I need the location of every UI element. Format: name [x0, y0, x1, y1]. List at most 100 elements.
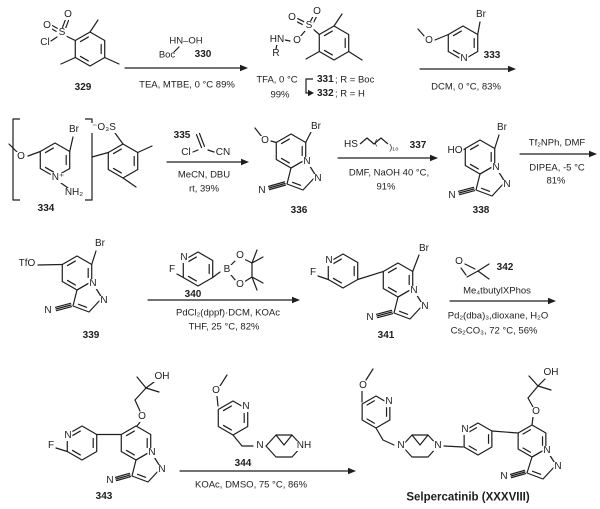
- label-344: 344: [234, 458, 252, 469]
- atom-331-hn: HN: [268, 34, 286, 45]
- cond-step7-line1: PdCl₂(dppf)·DCM, KOAc: [176, 307, 280, 319]
- label-selpercatinib: Selpercatinib (XXXVIII): [406, 491, 530, 504]
- atom-340-b: B: [222, 264, 232, 275]
- atom-334-nh2: NH₂: [63, 187, 85, 198]
- atom-335-cl: Cl: [180, 147, 192, 158]
- label-331: 331: [317, 74, 334, 85]
- reagent-342: [460, 263, 490, 280]
- atom-341-n-py: N: [324, 255, 334, 266]
- atom-333-n: N: [459, 53, 469, 64]
- atom-selp-n4: N: [553, 461, 563, 472]
- atom-344-n1: N: [255, 440, 265, 451]
- atom-335-cn: CN: [214, 147, 232, 158]
- cond-step6-line3: 81%: [546, 175, 566, 187]
- structure-339: [37, 250, 103, 313]
- atom-selp-n1: N: [396, 440, 406, 451]
- label-330: 330: [194, 49, 212, 60]
- cond-step4-line2: rt, 39%: [188, 183, 220, 195]
- atom-338-ho: HO: [446, 145, 464, 156]
- cond-step3-line1: DCM, 0 °C, 83%: [431, 81, 501, 93]
- atom-selp-n-py1: N: [384, 396, 394, 407]
- atom-336-o: O: [260, 135, 270, 146]
- cond-step6-line2: DIPEA, -5 °C: [529, 162, 585, 174]
- atom-331-o1: O: [287, 12, 297, 23]
- cond-step2-line2: 99%: [270, 89, 290, 101]
- atom-selp-oh: OH: [542, 367, 560, 378]
- atom-338-n2: N: [502, 179, 512, 190]
- atom-selp-n5: N: [499, 471, 509, 482]
- atom-343-n-py: N: [63, 430, 73, 441]
- atom-336-n2: N: [313, 173, 323, 184]
- label-343: 343: [95, 491, 113, 502]
- cond-step9-line1: KOAc, DMSO, 75 °C, 86%: [194, 479, 308, 491]
- atom-selp-o1: O: [358, 380, 368, 391]
- structure-336: [254, 127, 317, 191]
- cond-step8-line0: Me₄tbutylXPhos: [463, 285, 531, 297]
- atom-333-br: Br: [475, 9, 487, 20]
- reagent-330-hnoh: HN–OH: [169, 35, 203, 47]
- atom-331-o2: O: [312, 6, 322, 17]
- atom-336-n1: N: [302, 156, 312, 167]
- atom-342-o: O: [454, 256, 464, 267]
- reagent-340: [176, 249, 264, 291]
- cond-step5-line1: DMF, NaOH 40 °C,: [348, 167, 430, 179]
- atom-343-n2: N: [157, 464, 167, 475]
- atom-selp-o2: O: [531, 406, 541, 417]
- label-339: 339: [82, 330, 100, 341]
- atom-339-n3: N: [43, 305, 53, 316]
- atom-337-hs: HS: [343, 139, 359, 150]
- structure-338: [457, 134, 506, 197]
- reagent-335: [192, 132, 215, 153]
- atom-329-cl: Cl: [39, 37, 51, 48]
- atom-338-br: Br: [496, 122, 508, 133]
- atom-339-tfo: TfO: [17, 258, 37, 269]
- atom-338-n1: N: [491, 162, 501, 173]
- atom-331-o3: O: [292, 35, 302, 46]
- atom-336-n3: N: [257, 185, 267, 196]
- cond-step1-line1: TEA, MTBE, 0 °C 89%: [139, 79, 235, 91]
- cond-step2-line1: TFA, 0 °C: [256, 74, 298, 86]
- atom-selp-n2: N: [433, 440, 443, 451]
- atom-338-n3: N: [447, 190, 457, 201]
- label-331-r: ; R = Boc: [335, 74, 375, 86]
- structure-334: [8, 118, 153, 201]
- atom-341-n1: N: [409, 285, 419, 296]
- atom-344-nh: NH: [295, 440, 313, 451]
- atom-339-n2: N: [99, 295, 109, 306]
- atom-336-br: Br: [310, 121, 322, 132]
- atom-343-n3: N: [105, 475, 115, 486]
- reagent-330: [173, 46, 180, 53]
- label-332-r: ; R = H: [335, 88, 365, 100]
- label-341: 341: [377, 330, 395, 341]
- cond-step8-line2: Cs₂CO₃, 72 °C, 56%: [450, 325, 538, 337]
- atom-331-s: S: [304, 20, 314, 31]
- atom-selp-n-py2: N: [460, 424, 470, 435]
- label-334: 334: [37, 203, 55, 214]
- label-337: 337: [409, 140, 427, 151]
- cond-step6-line1: Tf₂NPh, DMF: [528, 137, 586, 149]
- cond-step4-line1: MeCN, DBU: [177, 169, 231, 181]
- atom-334-n: N⁺: [50, 172, 66, 183]
- atom-343-f: F: [46, 440, 56, 451]
- atom-339-n1: N: [88, 278, 98, 289]
- reagent-337: [359, 137, 389, 145]
- atom-333-o: O: [424, 35, 434, 46]
- label-340: 340: [184, 289, 202, 300]
- label-336: 336: [290, 205, 308, 216]
- reagent-330-boc: Boc: [158, 49, 176, 61]
- label-332: 332: [317, 88, 334, 99]
- atom-341-br: Br: [418, 243, 430, 254]
- label-329: 329: [74, 82, 92, 93]
- atom-343-o: O: [137, 411, 147, 422]
- label-338: 338: [472, 205, 490, 216]
- atom-334-br: Br: [68, 124, 80, 135]
- atom-337-paren-close: )₁₀: [389, 141, 399, 152]
- cond-step8-line1: Pd₂(dba)₃,dioxane, H₂O: [447, 310, 549, 322]
- atom-334-sulfonate: ⁻O₃S: [91, 122, 117, 133]
- label-342: 342: [496, 262, 514, 273]
- atom-334-o: O: [16, 151, 26, 162]
- label-333: 333: [483, 50, 501, 61]
- atom-selp-n3: N: [542, 445, 552, 456]
